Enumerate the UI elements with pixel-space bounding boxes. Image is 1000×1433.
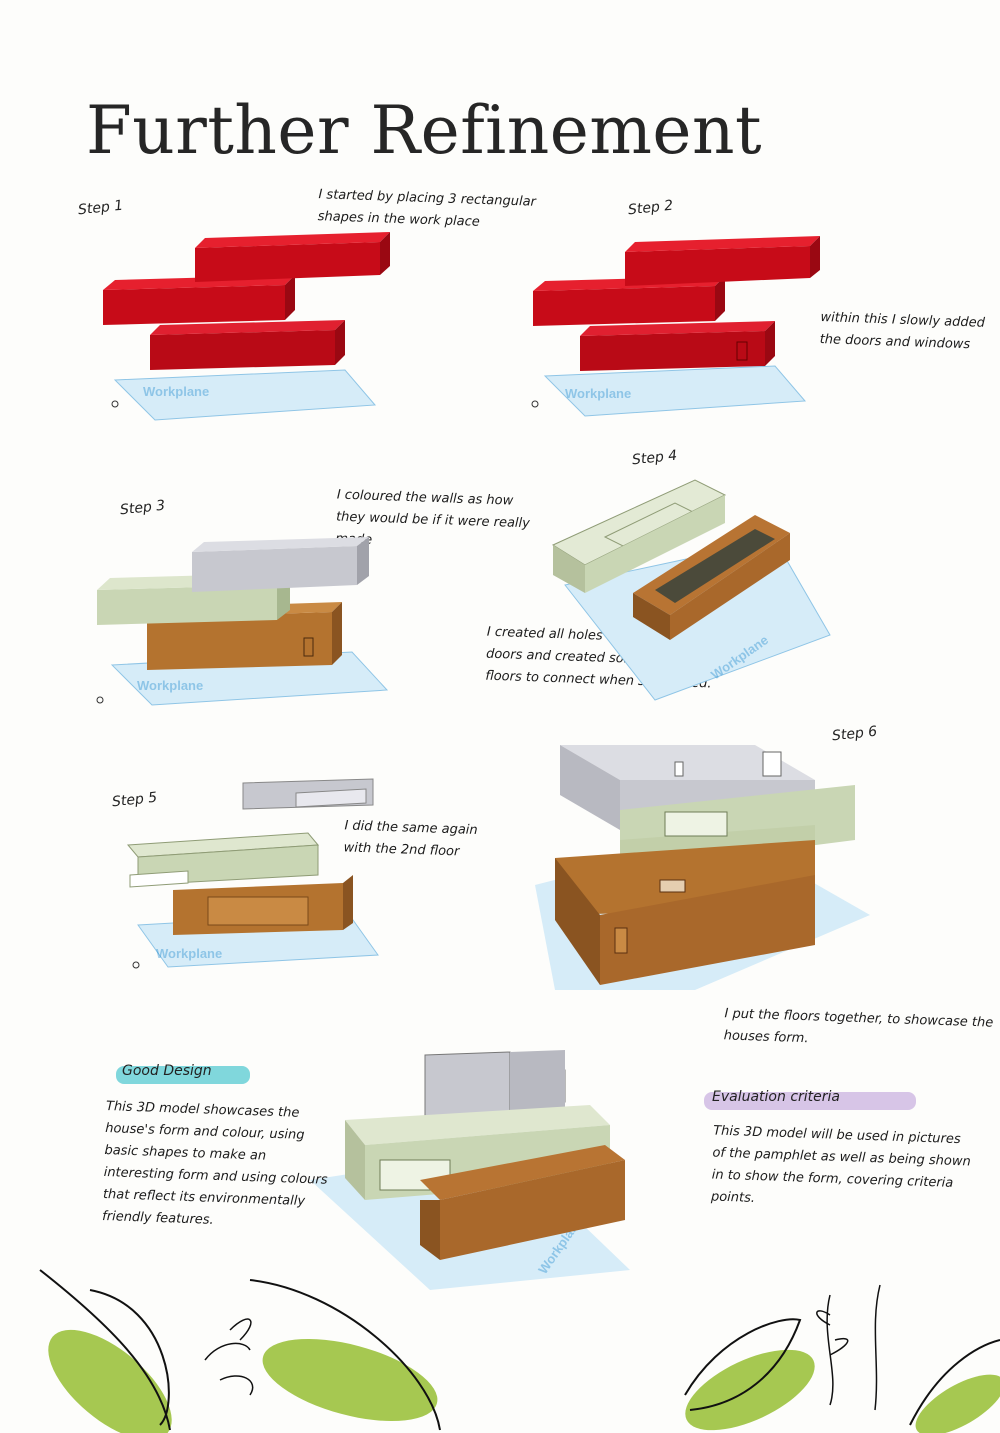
workplane-label: Workplane [137,678,203,693]
page-title: Further Refinement [86,92,762,169]
leaf-decoration-left [39,1269,172,1433]
leaf-decoration-center [204,1279,441,1431]
step-1-model: Workplane [103,232,390,421]
evaluation-heading: Evaluation criteria [712,1089,840,1105]
step-1-label: Step 1 [77,197,124,219]
workplane-label: Workplane [156,946,222,961]
step-4-model: Workplane [551,479,831,701]
evaluation-body: This 3D model will be used in pictures o… [710,1123,971,1206]
final-model: Workplane [310,1050,630,1290]
leaf-decoration-right [684,1284,1000,1433]
step-1-note: I started by placing 3 rectangular shape… [317,187,537,230]
good-design-body: This 3D model showcases the house's form… [101,1099,328,1228]
step-6-note: I put the floors together, to showcase t… [723,1006,994,1047]
step-6-model [535,745,870,990]
step-2-label: Step 2 [627,197,674,219]
step-4-label: Step 4 [631,447,678,469]
step-2-model: Workplane [531,236,820,417]
step-2-note: within this I slowly added the doors and… [819,310,986,353]
step-3-model: Workplane [96,537,389,706]
step-3-label: Step 3 [119,497,166,519]
workplane-label: Workplane [143,384,209,399]
step-5-model: Workplane [126,778,379,969]
evaluation-highlight [704,1092,916,1110]
good-design-heading: Good Design [122,1063,212,1079]
workplane-label: Workplane [565,386,631,401]
good-design-highlight [116,1066,250,1084]
